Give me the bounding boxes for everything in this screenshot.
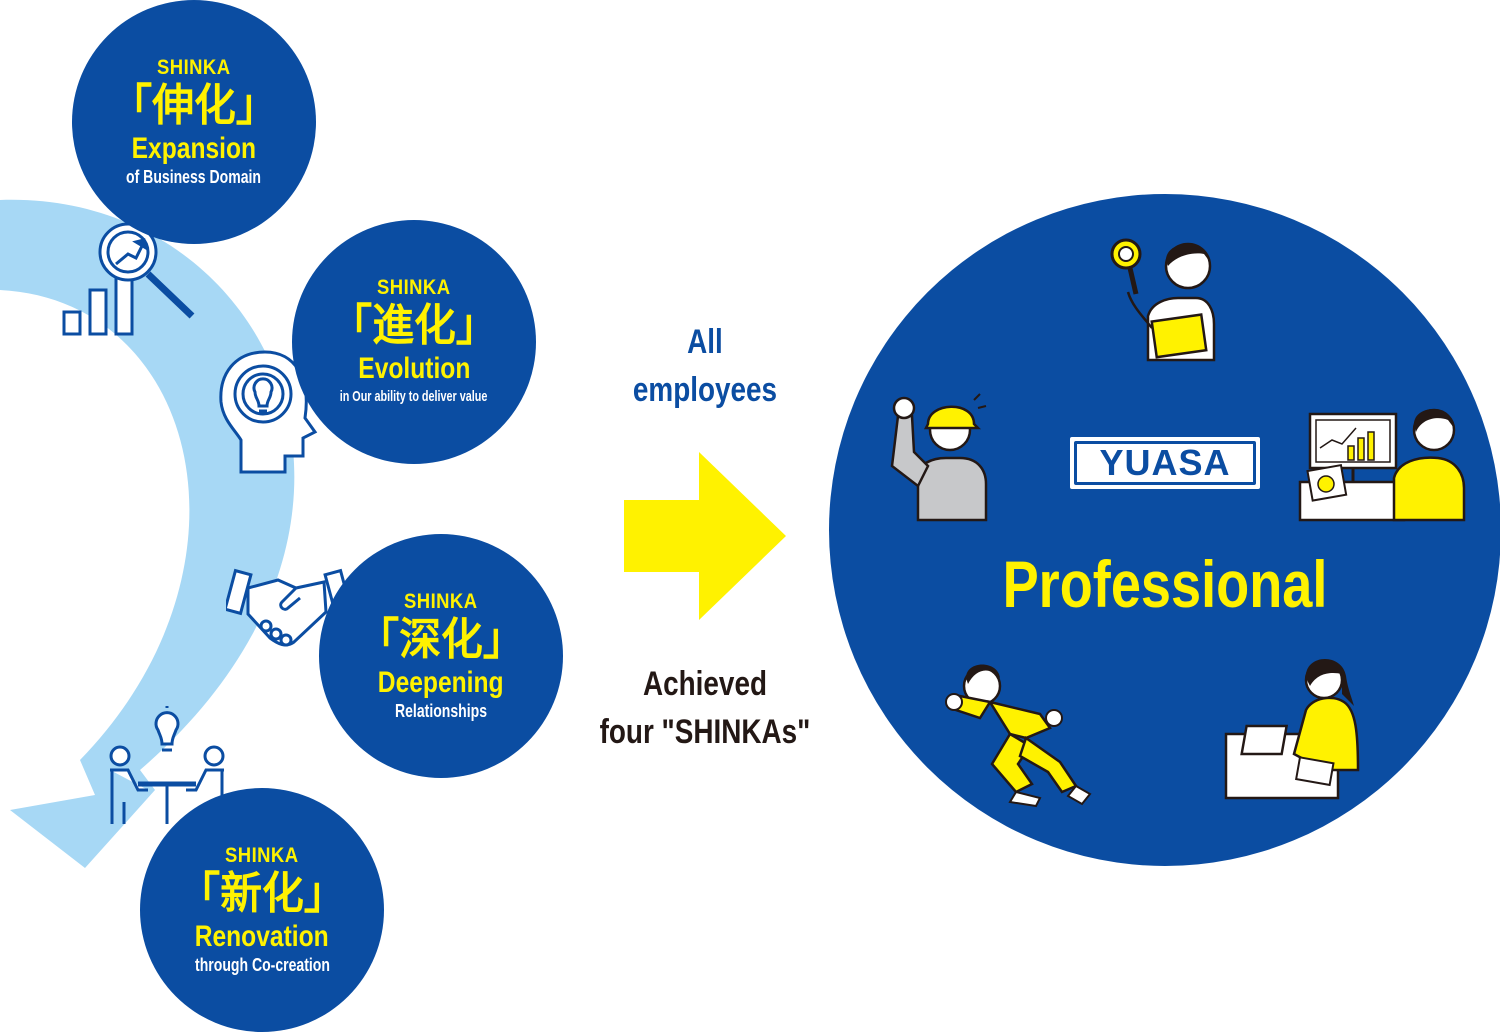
stage-circle-evolution: SHINKA 「進化」 Evolution in Our ability to … [292, 220, 536, 464]
achieved-shinkas-label: Achieved four "SHINKAs" [570, 660, 841, 756]
head-gear-lightbulb-icon [219, 350, 318, 474]
stage-subtitle: through Co-creation [194, 955, 330, 975]
stage-circle-expansion: SHINKA 「伸化」 Expansion of Business Domain [72, 0, 316, 244]
construction-worker-icon [890, 393, 988, 522]
stage-kanji: 「新化」 [178, 868, 346, 919]
stage-subtitle: of Business Domain [126, 167, 262, 187]
stage-kanji: 「伸化」 [110, 80, 278, 131]
stage-subtitle: in Our ability to deliver value [340, 388, 488, 405]
analyst-icon [1298, 408, 1466, 522]
stage-title: Expansion [131, 132, 257, 165]
logo-text: YUASA [1074, 441, 1256, 485]
stage-circle-deepening: SHINKA 「深化」 Deepening Relationships [319, 534, 563, 778]
all-employees-label: All employees [586, 318, 824, 414]
forward-arrow [624, 452, 786, 620]
office-worker-icon [1224, 658, 1360, 800]
stage-title: Evolution [357, 352, 471, 385]
employees-label: employees [632, 371, 778, 409]
running-salesperson-icon [945, 664, 1092, 808]
stage-shinka-label: SHINKA [225, 844, 299, 867]
four-shinkas-label: four "SHINKAs" [599, 713, 811, 751]
cycle-arrow [0, 199, 295, 868]
professional-label: Professional [1002, 547, 1328, 621]
achieved-label: Achieved [643, 665, 767, 703]
stage-title: Deepening [378, 666, 504, 699]
stage-shinka-label: SHINKA [377, 276, 451, 299]
stage-circle-renovation: SHINKA 「新化」 Renovation through Co-creati… [140, 788, 384, 1032]
stage-kanji: 「進化」 [330, 300, 498, 351]
stage-title: Renovation [195, 920, 329, 953]
researcher-icon [1110, 238, 1216, 362]
all-label: All [687, 323, 723, 361]
stage-kanji: 「深化」 [357, 614, 525, 665]
stage-shinka-label: SHINKA [404, 590, 478, 613]
handshake-icon [226, 568, 350, 647]
yuasa-logo: YUASA [1070, 437, 1260, 489]
stage-shinka-label: SHINKA [157, 56, 231, 79]
growth-chart-magnifier-icon [62, 222, 195, 336]
stage-subtitle: Relationships [394, 701, 488, 721]
